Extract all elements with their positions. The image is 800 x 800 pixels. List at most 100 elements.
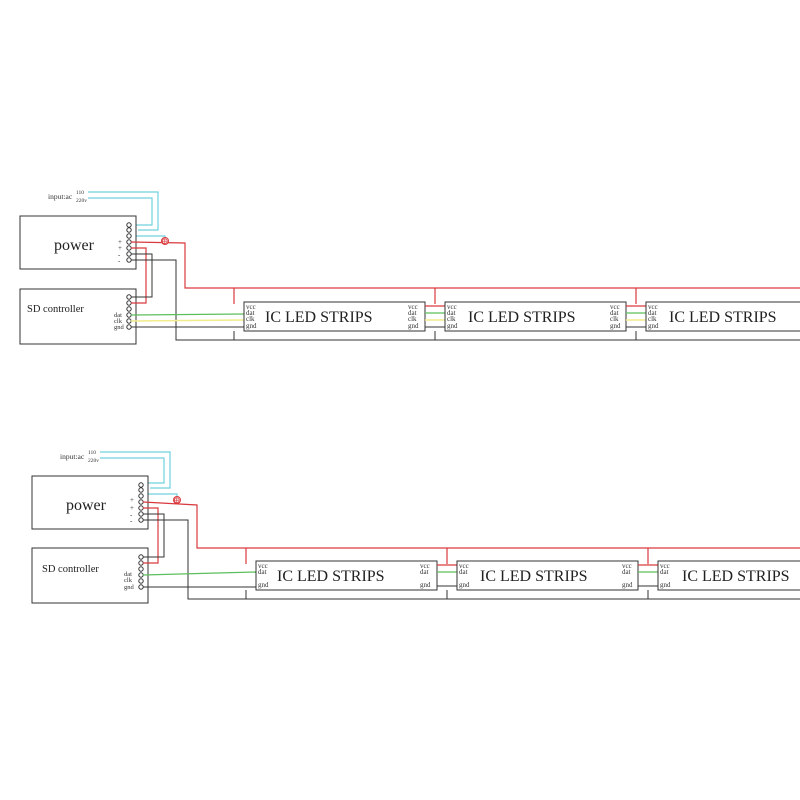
led-strip-2-1-label: IC LED STRIPS [277, 568, 385, 585]
led-strip-2-1: IC LED STRIPS vcc dat gnd vcc dat gnd [245, 548, 438, 599]
power-supply-box [19, 215, 137, 270]
power-to-controller-negative-wire [131, 253, 153, 298]
led-strip-2-3-label: IC LED STRIPS [682, 568, 790, 585]
led-strip-1-label: IC LED STRIPS [265, 309, 373, 326]
svg-text:dat: dat [408, 309, 417, 317]
svg-text:gnd: gnd [258, 581, 269, 589]
fuse-symbol: ⊕ [161, 236, 169, 246]
svg-text:gnd: gnd [420, 581, 431, 589]
ac-input-wire-1 [88, 191, 159, 231]
ground-bus-wire [131, 259, 800, 341]
svg-text:gnd: gnd [660, 581, 671, 589]
svg-text:dat: dat [648, 309, 657, 317]
led-strip-3-label: IC LED STRIPS [669, 309, 777, 326]
led-strip-1-box [243, 301, 426, 332]
svg-text:dat: dat [610, 309, 619, 317]
svg-text:gnd: gnd [622, 581, 633, 589]
svg-text:dat: dat [246, 309, 255, 317]
ac-input-label-2: input:ac [60, 452, 85, 461]
svg-text:gnd: gnd [447, 322, 458, 330]
power-supply-label: power [54, 237, 95, 254]
svg-text:gnd: gnd [648, 322, 659, 330]
ac-input-voltage-220: 220v [76, 198, 87, 204]
power-to-controller-positive-wire [131, 247, 147, 304]
led-strip-2-2: IC LED STRIPS vcc dat gnd vcc dat gnd [456, 560, 639, 591]
svg-text:gnd: gnd [408, 322, 419, 330]
sd-controller-box [19, 288, 137, 345]
led-strip-2-1-box [255, 560, 438, 591]
clock-signal-wire [130, 319, 245, 322]
led-strip-3: IC LED STRIPS vcc dat clk gnd [645, 301, 800, 332]
controller-pin-dat: dat [114, 312, 122, 319]
svg-text:vcc: vcc [610, 303, 620, 311]
ac-input-wire-2 [88, 197, 153, 226]
svg-text:clk: clk [246, 315, 255, 323]
power-sign-3: - [118, 251, 121, 259]
controller-pin-clk: clk [114, 318, 123, 325]
power-sign-1: + [118, 238, 122, 246]
power-supply-label-2: power [66, 497, 107, 514]
svg-text:clk: clk [610, 315, 619, 323]
sd-controller-label: SD controller [27, 304, 84, 315]
power-sign-4: - [118, 257, 121, 265]
svg-text:vcc: vcc [648, 303, 658, 311]
positive-bus-wire [130, 241, 800, 289]
svg-text:clk: clk [447, 315, 456, 323]
led-strip-2: IC LED STRIPS vcc dat clk gnd vcc dat cl… [444, 301, 627, 332]
power-sign-1-2: + [130, 496, 134, 504]
svg-text:vcc: vcc [420, 562, 430, 570]
svg-text:clk: clk [648, 315, 657, 323]
led-strip-2-label: IC LED STRIPS [468, 309, 576, 326]
fuse-symbol-2: ⊕ [173, 495, 181, 505]
svg-text:vcc: vcc [408, 303, 418, 311]
led-strip-2-box [444, 301, 627, 332]
sd-controller-box-2 [31, 547, 149, 604]
power-supply-box-2 [31, 475, 149, 530]
fuse-icon [161, 237, 169, 245]
sd-controller-label-2: SD controller [42, 564, 99, 575]
controller-pin-dat-2: dat [124, 571, 132, 578]
ac-input-wire-1-2 [100, 451, 171, 489]
data-signal-wire-2 [142, 571, 257, 576]
svg-text:dat: dat [258, 568, 267, 576]
svg-text:vcc: vcc [258, 562, 268, 570]
svg-text:dat: dat [447, 309, 456, 317]
power-sign-4-2: - [130, 517, 133, 525]
controller-terminals [126, 294, 132, 330]
svg-text:vcc: vcc [459, 562, 469, 570]
controller-pin-gnd: gnd [114, 324, 125, 331]
data-signal-wire [130, 313, 245, 316]
ac-input-voltage-110-2: 110 [88, 450, 96, 456]
svg-text:dat: dat [622, 568, 631, 576]
ground-bus-wire-2 [143, 519, 800, 600]
svg-text:gnd: gnd [459, 581, 470, 589]
ac-input-label: input:ac [48, 192, 73, 201]
led-strip-2-3-box [657, 560, 800, 591]
svg-text:vcc: vcc [246, 303, 256, 311]
power-sign-2-2: + [130, 504, 134, 512]
svg-text:dat: dat [459, 568, 468, 576]
led-strip-2-2-label: IC LED STRIPS [480, 568, 588, 585]
diagram-1: input:ac 110 220v power + + - - SD contr… [19, 190, 800, 345]
positive-bus-wire-2 [142, 501, 800, 549]
led-strip-1: IC LED STRIPS vcc dat clk gnd vcc dat cl… [233, 288, 426, 340]
ac-input-voltage-110: 110 [76, 190, 84, 196]
svg-text:vcc: vcc [447, 303, 457, 311]
power-sign-3-2: - [130, 511, 133, 519]
power-to-controller-negative-wire-2 [143, 513, 165, 558]
svg-text:vcc: vcc [622, 562, 632, 570]
controller-pin-clk-2: clk [124, 577, 133, 584]
svg-text:clk: clk [408, 315, 417, 323]
svg-text:vcc: vcc [660, 562, 670, 570]
fuse-icon-2 [173, 496, 181, 504]
svg-text:dat: dat [660, 568, 669, 576]
ac-input-wire-2-2 [100, 457, 165, 484]
led-strip-2-2-box [456, 560, 639, 591]
diagram-2: input:ac 110 220v power + + - - SD contr… [31, 450, 800, 604]
power-sign-2: + [118, 244, 122, 252]
svg-text:gnd: gnd [610, 322, 621, 330]
svg-text:gnd: gnd [246, 322, 257, 330]
svg-text:dat: dat [420, 568, 429, 576]
led-strip-3-box [645, 301, 800, 332]
